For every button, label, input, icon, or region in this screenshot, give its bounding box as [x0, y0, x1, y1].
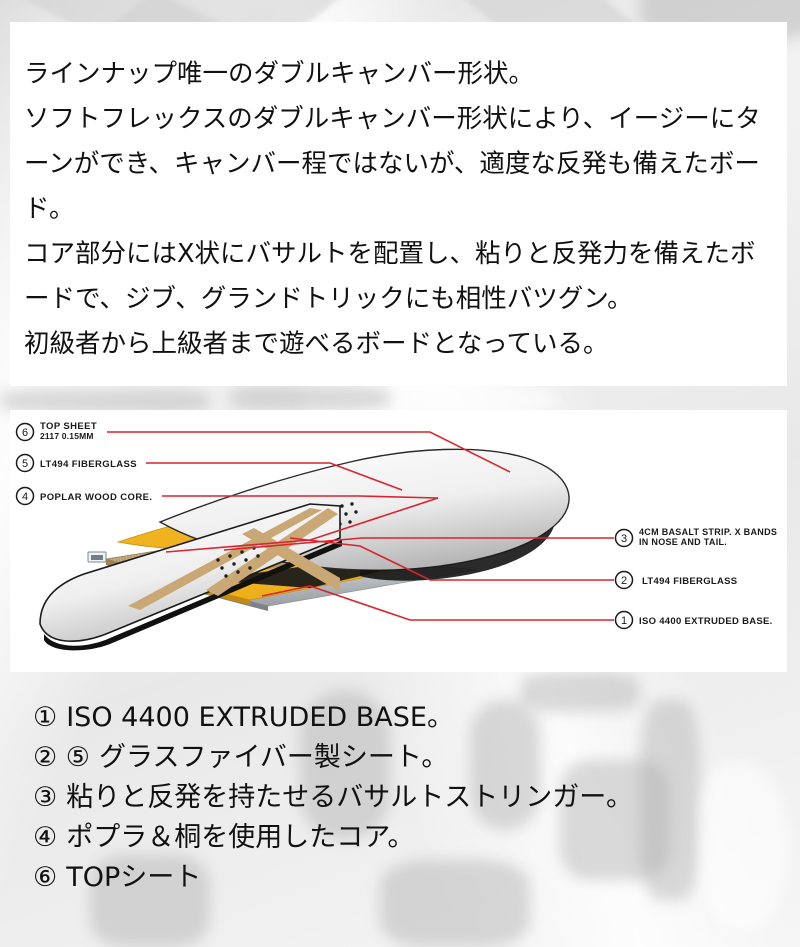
callout-3: 3 4CM BASALT STRIP. X BANDS IN NOSE AND … — [614, 527, 777, 548]
callout-4: 4 POPLAR WOOD CORE. — [15, 486, 152, 506]
product-description-text: ラインナップ唯一のダブルキャンバー形状。 ソフトフレックスのダブルキャンバー形状… — [24, 59, 761, 359]
legend-item-4: ④ ポプラ＆桐を使用したコア。 — [33, 815, 800, 855]
legend-item-5-text: TOPシート — [66, 862, 202, 893]
callout-6-line2: 2117 0.15MM — [40, 431, 94, 441]
construction-diagram-svg: 6 TOP SHEET 2117 0.15MM 5 LT494 FIBERGLA… — [15, 421, 777, 651]
callout-5-number: 5 — [22, 458, 28, 470]
board-stamp-icon — [87, 551, 107, 563]
legend-item-3-text: 粘りと反発を持たせるバサルトストリンガー。 — [66, 782, 633, 813]
callout-2: 2 LT494 FIBERGLASS — [614, 570, 737, 590]
callout-6: 6 TOP SHEET 2117 0.15MM — [15, 421, 97, 442]
callout-4-number: 4 — [22, 491, 28, 503]
callout-4-line1: POPLAR WOOD CORE. — [40, 492, 152, 503]
legend-item-2-text: グラスファイバー製シート。 — [99, 742, 449, 773]
callout-5-line1: LT494 FIBERGLASS — [40, 459, 137, 470]
legend-item-1-text: ISO 4400 EXTRUDED BASE。 — [66, 702, 454, 733]
legend-item-3: ③ 粘りと反発を持たせるバサルトストリンガー。 — [33, 775, 800, 815]
legend-item-2: ② ⑤ グラスファイバー製シート。 — [33, 735, 800, 775]
callout-3-number: 3 — [621, 533, 627, 545]
legend-item-5-number: ⑥ — [33, 862, 58, 893]
callout-3-line2: IN NOSE AND TAIL. — [639, 537, 727, 547]
construction-diagram-panel: 6 TOP SHEET 2117 0.15MM 5 LT494 FIBERGLA… — [10, 410, 787, 672]
legend-item-2-number: ② ⑤ — [33, 742, 90, 773]
legend-item-5: ⑥ TOPシート — [33, 855, 800, 895]
callout-1-number: 1 — [621, 615, 627, 627]
legend-item-3-number: ③ — [33, 782, 58, 813]
legend-item-4-number: ④ — [33, 822, 58, 853]
callout-6-number: 6 — [22, 427, 28, 439]
legend-item-4-text: ポプラ＆桐を使用したコア。 — [66, 822, 415, 853]
full-board-graphic — [39, 503, 342, 651]
legend-list: ① ISO 4400 EXTRUDED BASE。 ② ⑤ グラスファイバー製シ… — [0, 695, 800, 895]
legend-item-1-number: ① — [33, 702, 58, 733]
product-description-panel: ラインナップ唯一のダブルキャンバー形状。 ソフトフレックスのダブルキャンバー形状… — [10, 22, 787, 386]
callout-group-right: 3 4CM BASALT STRIP. X BANDS IN NOSE AND … — [614, 527, 777, 630]
callout-6-line1: TOP SHEET — [40, 421, 97, 432]
callout-2-line1: LT494 FIBERGLASS — [642, 576, 737, 587]
callout-3-line1: 4CM BASALT STRIP. X BANDS — [639, 527, 777, 537]
callout-1: 1 ISO 4400 EXTRUDED BASE. — [614, 610, 773, 630]
callout-1-line1: ISO 4400 EXTRUDED BASE. — [639, 616, 773, 627]
callout-2-number: 2 — [621, 575, 627, 587]
legend-item-1: ① ISO 4400 EXTRUDED BASE。 — [33, 695, 800, 735]
leader-lines — [107, 431, 614, 621]
callout-5: 5 LT494 FIBERGLASS — [15, 453, 137, 473]
callout-group-left: 6 TOP SHEET 2117 0.15MM 5 LT494 FIBERGLA… — [15, 421, 152, 506]
